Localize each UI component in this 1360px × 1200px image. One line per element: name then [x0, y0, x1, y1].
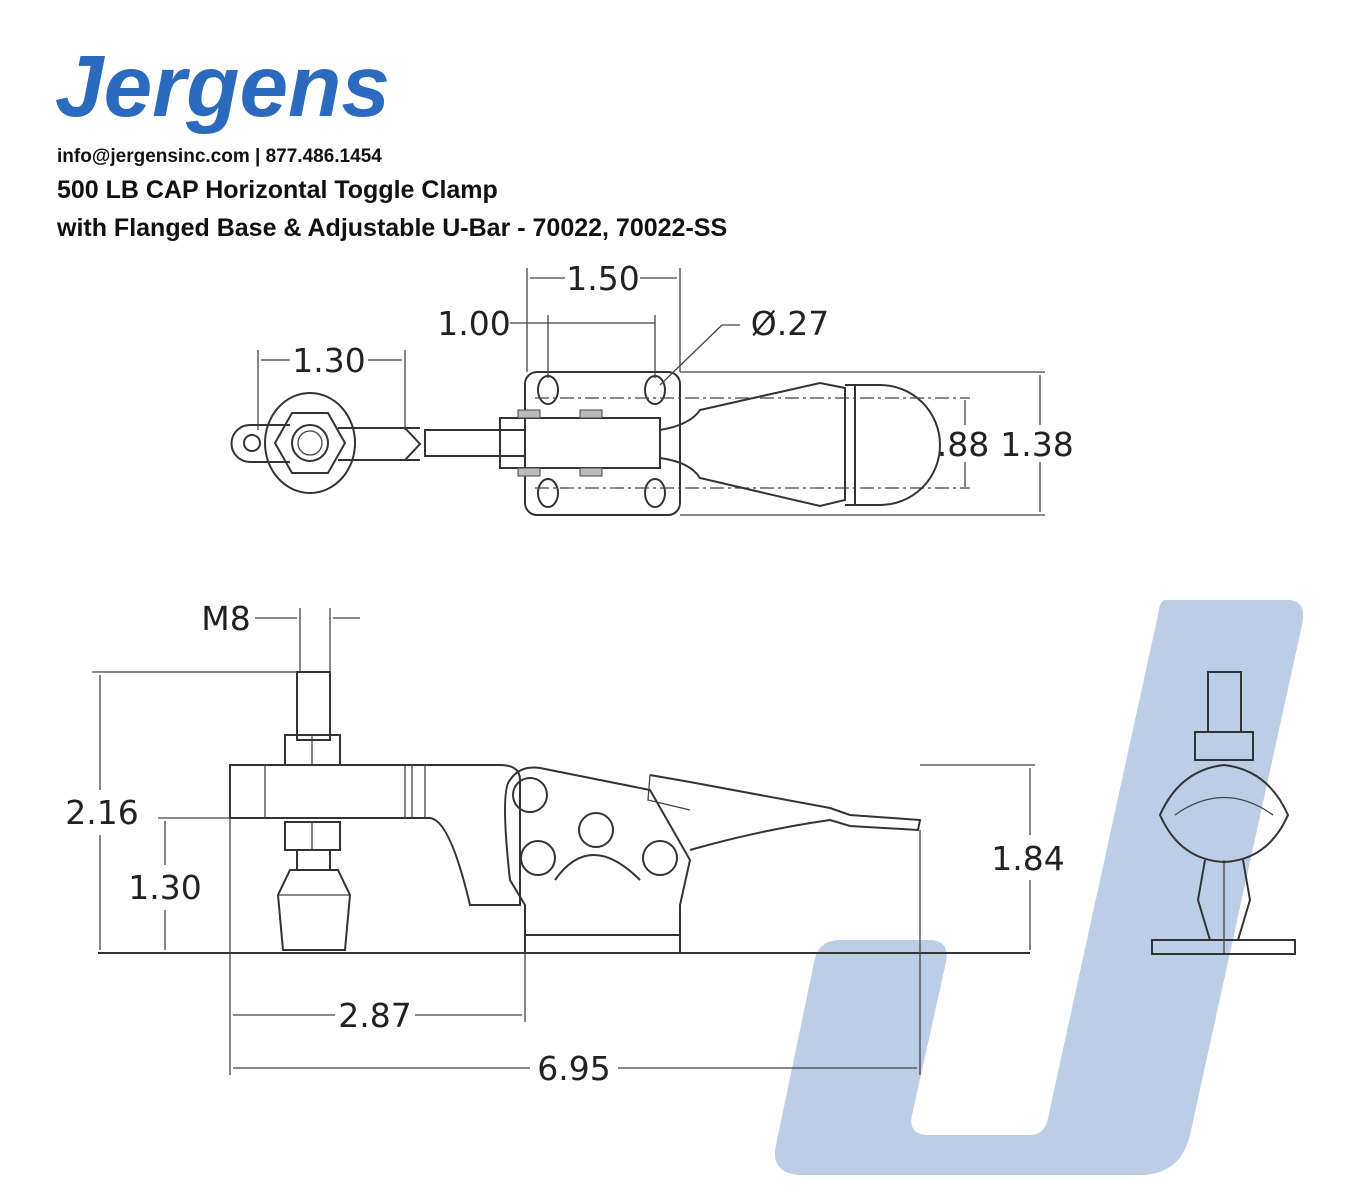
jergens-logo: Jergens	[55, 40, 390, 135]
svg-text:Jergens: Jergens	[55, 40, 390, 135]
contact-info: info@jergensinc.com | 877.486.1454	[57, 146, 382, 167]
product-subtitle: with Flanged Base & Adjustable U-Bar - 7…	[57, 214, 728, 242]
dim-hole-spacing: 1.00	[437, 304, 510, 343]
dim-handle-height: 1.84	[991, 839, 1064, 878]
dim-overall-length: 6.95	[537, 1049, 610, 1088]
dim-spindle-height: 1.30	[128, 868, 201, 907]
product-title: 500 LB CAP Horizontal Toggle Clamp	[57, 176, 498, 204]
dim-hole-diameter: Ø.27	[751, 304, 829, 343]
dim-ubar-width: 1.30	[292, 341, 365, 380]
dim-mount-width: 1.50	[566, 259, 639, 298]
top-view-drawing	[230, 268, 1045, 516]
side-view-drawing	[92, 608, 1296, 1075]
watermark-j-logo	[775, 600, 1304, 1175]
dim-base-height: 1.38	[1000, 425, 1073, 464]
dim-hole-spacing-vertical: .88	[937, 425, 989, 464]
dim-total-height: 2.16	[65, 793, 138, 832]
dim-base-offset: 2.87	[338, 996, 411, 1035]
dim-thread-size: M8	[201, 599, 250, 638]
